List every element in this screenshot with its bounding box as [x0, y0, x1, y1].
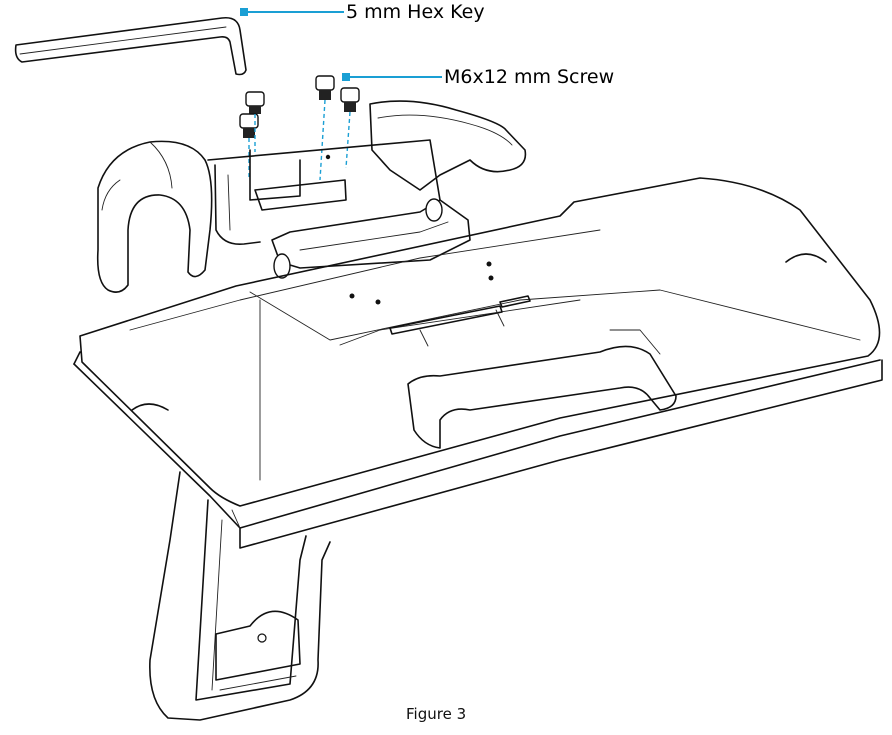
screw-label: M6x12 mm Screw	[444, 66, 615, 88]
hex-key-label: 5 mm Hex Key	[346, 1, 485, 23]
post-housing	[207, 139, 441, 246]
clamp-bracket	[271, 100, 527, 279]
screw-left-lower	[239, 113, 259, 138]
hex-key-illustration	[14, 16, 247, 76]
callout-hex-key	[240, 8, 344, 16]
figure-caption: Figure 3	[406, 705, 467, 723]
lower-post	[149, 471, 331, 721]
tray	[73, 177, 883, 549]
screw-right	[340, 87, 360, 112]
callout-screw	[342, 73, 442, 81]
screw-guide-lines	[248, 99, 351, 181]
screw-left-upper	[245, 91, 265, 114]
screw-middle	[315, 75, 335, 100]
arm-cap	[96, 140, 213, 293]
